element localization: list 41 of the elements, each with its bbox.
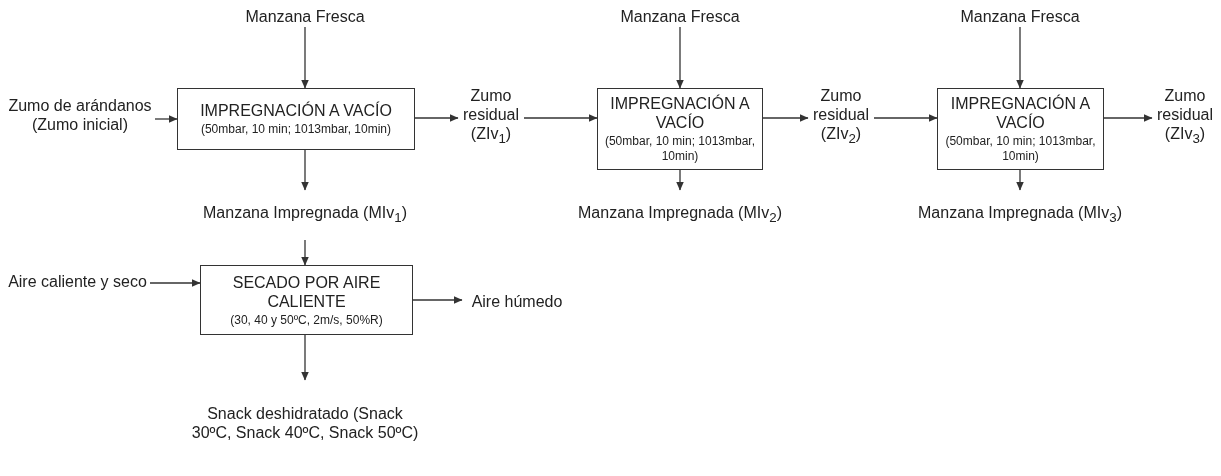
process-title: IMPREGNACIÓN A VACÍO bbox=[200, 101, 392, 120]
flow-label: Aire caliente y seco bbox=[8, 271, 147, 291]
arrow bbox=[301, 334, 309, 381]
flow-label: Zumo residual (ZIv$_{1}$) bbox=[462, 85, 520, 149]
process-parameters: (30, 40 y 50ºC, 2m/s, 50%R) bbox=[230, 312, 383, 328]
process-title: SECADO POR AIRE CALIENTE bbox=[231, 272, 382, 311]
arrow bbox=[414, 114, 459, 122]
flow-label: Snack deshidratado (Snack 30ºC, Snack 40ºC, Snack 50ºC) bbox=[190, 404, 420, 442]
process-box bbox=[177, 88, 415, 150]
arrow bbox=[301, 26, 309, 89]
arrow bbox=[149, 279, 201, 287]
arrow bbox=[1103, 114, 1153, 122]
arrow bbox=[1016, 26, 1024, 89]
flow-label: Zumo residual (ZIv$_{3}$) bbox=[1156, 85, 1214, 149]
arrow bbox=[301, 239, 309, 266]
process-parameters: (50mbar, 10 min; 1013mbar, 10min) bbox=[603, 134, 757, 164]
process-box bbox=[200, 265, 413, 335]
arrow bbox=[301, 149, 309, 191]
arrow bbox=[523, 114, 598, 122]
arrow bbox=[154, 115, 178, 123]
arrow bbox=[412, 296, 463, 304]
arrow bbox=[676, 26, 684, 89]
process-parameters: (50mbar, 10 min; 1013mbar, 10min) bbox=[200, 122, 392, 137]
process-title: IMPREGNACIÓN A VACÍO bbox=[609, 94, 751, 132]
process-box bbox=[937, 88, 1104, 170]
arrow bbox=[873, 114, 938, 122]
flow-label: Manzana Fresca bbox=[620, 6, 740, 26]
flow-label: Aire húmedo bbox=[471, 291, 563, 311]
arrow bbox=[762, 114, 809, 122]
flow-label: Manzana Fresca bbox=[245, 6, 365, 26]
process-title: IMPREGNACIÓN A VACÍO bbox=[949, 94, 1092, 132]
flow-label: Manzana Fresca bbox=[960, 6, 1080, 26]
process-parameters: (50mbar, 10 min; 1013mbar, 10min) bbox=[944, 134, 1097, 164]
process-box bbox=[597, 88, 763, 170]
flow-label: Zumo residual (ZIv$_{2}$) bbox=[812, 85, 870, 149]
flow-label: Manzana Impregnada (MIv$_{1}$) bbox=[203, 202, 407, 228]
flow-label: Manzana Impregnada (MIv$_{3}$) bbox=[918, 202, 1122, 228]
flow-label: Zumo de arándanos (Zumo inicial) bbox=[7, 96, 153, 134]
arrow bbox=[1016, 169, 1024, 191]
arrow bbox=[676, 169, 684, 191]
flow-label: Manzana Impregnada (MIv$_{2}$) bbox=[578, 202, 782, 228]
